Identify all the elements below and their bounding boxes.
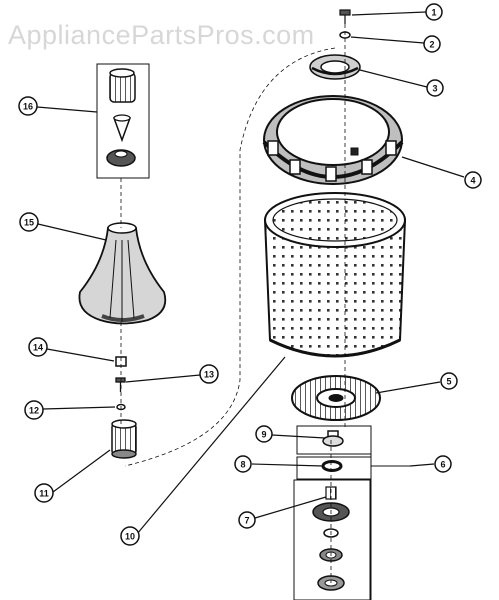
assembly-guide-lines: [120, 24, 346, 583]
callout-label: 13: [204, 370, 214, 380]
callout-6: 6: [434, 455, 452, 473]
callout-2: 2: [423, 35, 441, 53]
callout-9: 9: [255, 425, 273, 443]
part-agitator: [78, 222, 167, 325]
callout-label: 4: [470, 176, 475, 186]
part-agitator-base: [291, 375, 381, 421]
part-tub-ring-cap: [309, 54, 361, 80]
part-wash-basket: [263, 192, 407, 358]
callout-label: 8: [240, 460, 245, 470]
callout-10: 10: [120, 526, 140, 546]
part-bushing: [322, 430, 344, 447]
callout-1: 1: [425, 3, 443, 21]
group-box-drive-gear: [293, 479, 371, 600]
callout-12: 12: [24, 400, 44, 420]
part-agitator-dog: [111, 419, 137, 459]
callout-14: 14: [28, 337, 48, 357]
callout-label: 10: [125, 532, 135, 542]
callout-4: 4: [464, 171, 482, 189]
part-tub-ring: [262, 95, 404, 185]
callout-11: 11: [34, 483, 54, 503]
watermark: AppliancePartsPros.com: [8, 20, 315, 50]
callout-label: 5: [446, 377, 451, 387]
callout-label: 1: [431, 8, 436, 18]
callout-label: 12: [29, 406, 39, 416]
part-seal: [321, 460, 343, 472]
callout-7: 7: [238, 511, 256, 529]
part-screw: [339, 9, 351, 24]
callout-3: 3: [426, 79, 444, 97]
callout-8: 8: [234, 455, 252, 473]
part-bolt: [115, 377, 126, 392]
callout-label: 2: [429, 40, 434, 50]
callout-label: 15: [24, 218, 34, 228]
callout-label: 14: [33, 343, 43, 353]
callout-16: 16: [18, 96, 38, 116]
callout-label: 7: [244, 516, 249, 526]
group-box-dispenser: [96, 63, 150, 179]
callout-15: 15: [19, 212, 39, 232]
hub-assembly-bracket: [370, 426, 410, 600]
callout-label: 16: [23, 102, 33, 112]
callout-label: 6: [440, 460, 445, 470]
callout-13: 13: [199, 364, 219, 384]
callout-label: 11: [39, 489, 49, 499]
leader-lines: [36, 11, 465, 535]
part-fabric-softener-dispenser: [106, 68, 136, 167]
callout-label: 9: [261, 430, 266, 440]
callout-label: 3: [432, 84, 437, 94]
callout-5: 5: [440, 372, 458, 390]
